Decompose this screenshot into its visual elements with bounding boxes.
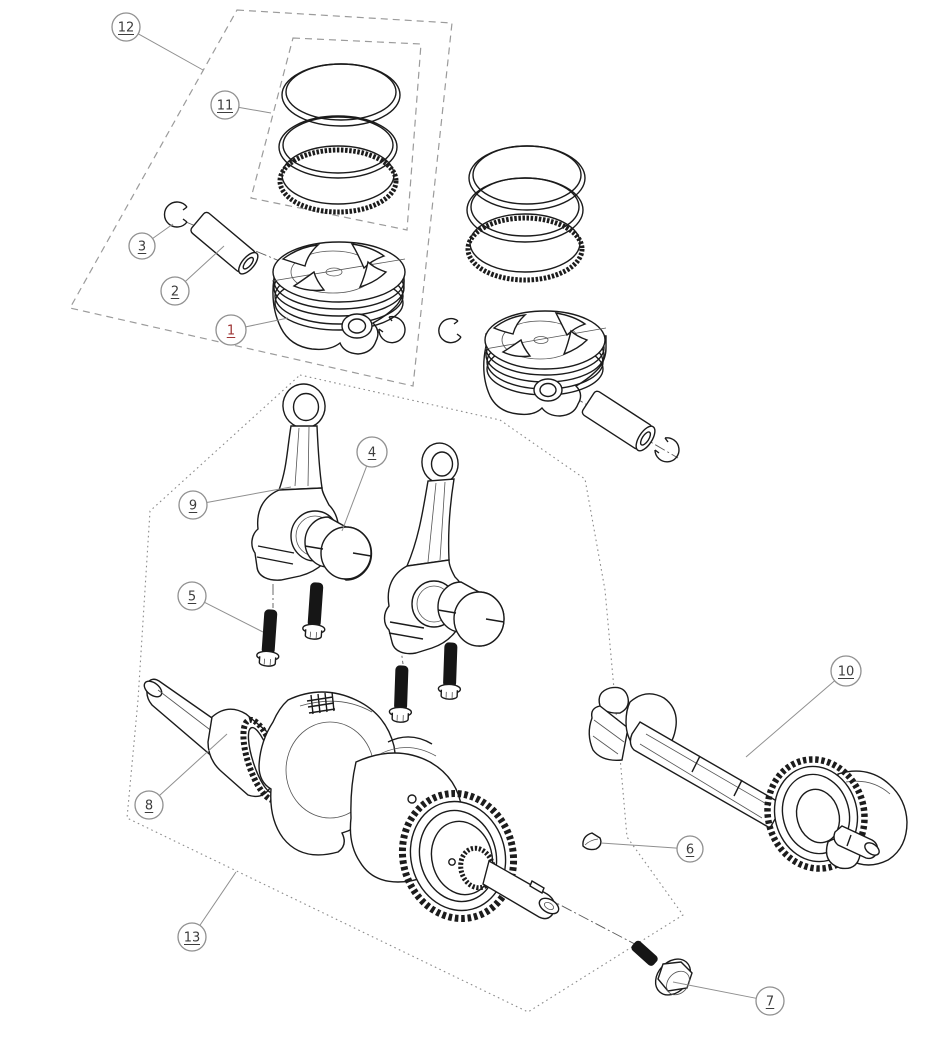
callout-leader — [159, 733, 228, 796]
callout-leader — [204, 601, 264, 633]
conrod-bearing-shell-left — [304, 516, 373, 581]
circlip-left-piston — [378, 315, 406, 344]
callout-circle[interactable] — [134, 790, 164, 820]
boundary-crank-assembly — [126, 374, 684, 1013]
piston-rings-right — [465, 145, 586, 283]
callout-label[interactable]: 9 — [189, 499, 197, 514]
callout-label[interactable]: 8 — [145, 799, 153, 814]
callout-2[interactable]: 2 — [160, 245, 225, 306]
callout-leader — [238, 106, 272, 114]
callout-6[interactable]: 6 — [600, 835, 704, 863]
callout-label[interactable]: 7 — [766, 995, 774, 1010]
boundary-ring-set — [250, 37, 422, 231]
callout-circle[interactable] — [356, 436, 388, 468]
callout-label[interactable]: 6 — [686, 843, 694, 858]
balancer-shaft — [588, 686, 908, 872]
callout-label[interactable]: 3 — [138, 240, 146, 255]
bolt-b — [301, 581, 329, 641]
callout-leader — [745, 680, 835, 758]
piston-right — [483, 310, 607, 417]
callout-label[interactable]: 1 — [227, 324, 235, 339]
circlip-top-left — [163, 201, 188, 228]
callout-leader — [206, 486, 292, 503]
boundary-piston-kit — [69, 9, 453, 387]
balancer-bolt — [631, 940, 693, 996]
callout-11[interactable]: 11 — [210, 90, 272, 120]
callout-leader — [341, 465, 368, 532]
callout-leader — [199, 871, 237, 926]
callout-leader — [672, 981, 757, 999]
callout-7[interactable]: 7 — [672, 981, 785, 1016]
callout-leader — [152, 223, 174, 239]
piston-pin-left — [190, 211, 259, 275]
callout-13[interactable]: 13 — [177, 871, 237, 952]
bolt-a — [255, 608, 283, 668]
callout-circle[interactable] — [755, 986, 785, 1016]
piston-pin-right — [581, 390, 656, 452]
crank-web-stamp — [306, 691, 336, 715]
group-boundaries — [69, 9, 684, 1013]
callout-circle[interactable] — [177, 581, 207, 611]
callout-label[interactable]: 2 — [171, 285, 179, 300]
callout-3[interactable]: 3 — [128, 223, 174, 260]
piston-rings-left — [277, 63, 401, 215]
callout-12[interactable]: 12 — [111, 12, 204, 71]
connecting-rod-right — [383, 442, 467, 655]
callout-label[interactable]: 12 — [118, 21, 135, 36]
callout-leader — [245, 317, 289, 328]
callout-label[interactable]: 10 — [838, 665, 855, 680]
woodruff-key — [582, 832, 602, 851]
circlip-right-pin — [654, 437, 680, 463]
bolt-c — [388, 664, 414, 724]
callout-1[interactable]: 1 — [215, 314, 289, 346]
bolt-d — [437, 641, 463, 701]
callout-leader — [600, 842, 678, 849]
callout-label[interactable]: 13 — [184, 931, 201, 946]
callout-circle[interactable] — [676, 835, 704, 863]
callout-5[interactable]: 5 — [177, 581, 264, 633]
callout-label[interactable]: 5 — [188, 590, 196, 605]
callout-8[interactable]: 8 — [134, 733, 228, 820]
crankshaft — [143, 678, 560, 922]
callout-leader — [137, 33, 204, 71]
circlip-right-piston-left — [438, 317, 462, 344]
callout-circle[interactable] — [128, 232, 156, 260]
callout-4[interactable]: 4 — [341, 436, 388, 532]
conrod-bearing-shell-right — [437, 581, 505, 647]
callout-circle[interactable] — [160, 276, 190, 306]
callout-circle[interactable] — [178, 490, 208, 520]
callout-9[interactable]: 9 — [178, 486, 292, 520]
callout-label[interactable]: 11 — [217, 99, 234, 114]
callout-10[interactable]: 10 — [745, 655, 862, 758]
piston-left — [271, 241, 406, 355]
callout-label[interactable]: 4 — [368, 446, 376, 461]
callout-leader — [184, 245, 225, 282]
callout-circle[interactable] — [215, 314, 247, 346]
